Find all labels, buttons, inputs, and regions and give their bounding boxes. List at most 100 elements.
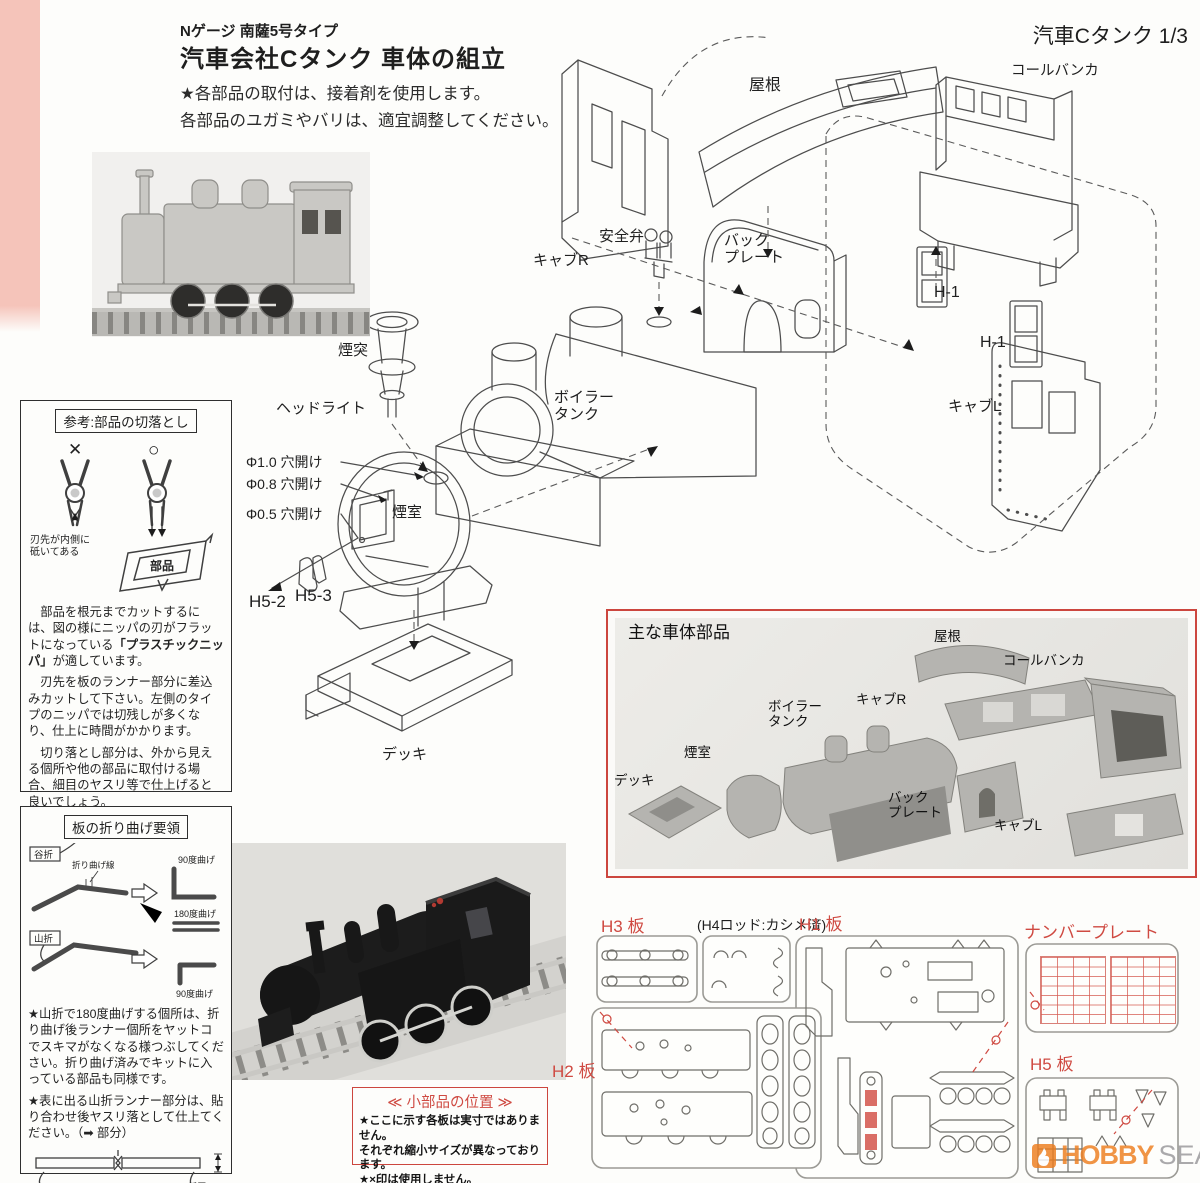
callout-lines (271, 461, 422, 589)
smokebox-part (337, 451, 493, 630)
arrowheads (268, 246, 941, 650)
parts-label-cab-l: キャブL (994, 818, 1043, 833)
label-chimney: 煙突 (338, 342, 369, 359)
small-parts-line-2: それぞれ縮小サイズが異なっております。 (359, 1144, 540, 1172)
valley-fold-label: 谷折 (34, 849, 54, 861)
label-h5-3: H5-3 (295, 586, 332, 605)
label-back-plate: バック プレート (724, 232, 785, 266)
page-title: 汽車会社Cタンク 車体の組立 (180, 46, 506, 73)
deg180-label: 180度曲げ (174, 908, 216, 919)
label-safety-valve: 安全弁 (599, 228, 645, 245)
glue-note: ★各部品の取付は、接着剤を使用します。 (180, 85, 491, 103)
parts-box-title: 主な車体部品 (628, 623, 730, 642)
bending-guide-header: 板の折り曲げ要領 (64, 815, 188, 839)
parts-label-roof: 屋根 (934, 629, 961, 644)
deg90b-label: 90度曲げ (176, 988, 213, 999)
sprue-red-marks (599, 991, 1153, 1150)
sprue-label-h1: H1 板 (799, 915, 843, 934)
blade-note-1: 刃先が内側に (30, 533, 90, 546)
bad-mark: ✕ (68, 440, 82, 459)
cab-r-part (561, 59, 669, 260)
coal-bunker-part (919, 76, 1079, 287)
black-arrow (140, 903, 162, 923)
part-label: 部品 (150, 558, 174, 573)
small-parts-line-1: ★ここに示す各板は実寸ではありません。 (359, 1115, 541, 1142)
parts-label-back-plate: バック プレート (888, 790, 942, 820)
nipper-diagram: ✕ ○ (30, 440, 214, 592)
label-smokebox: 煙室 (392, 504, 423, 521)
flame-icon (1032, 1143, 1056, 1168)
adjust-note: 各部品のユガミやバリは、適宜調整してください。 (180, 112, 559, 130)
small-parts-note-box: ≪ 小部品の位置 ≫ ★ここに示す各板は実寸ではありません。 それぞれ縮小サイズ… (352, 1087, 548, 1183)
main-parts-photo-box (606, 609, 1197, 878)
h1-window-parts (916, 246, 1043, 368)
thickness-label: 板厚 (188, 1181, 206, 1183)
mountain-fold-label: 山折 (34, 933, 54, 945)
label-h5-2: H5-2 (249, 592, 286, 611)
parts-photo (615, 618, 1188, 869)
roof-part (698, 66, 944, 208)
bending-para-2: ★表に出る山折ランナー部分は、貼り合わせ後ヤスリ落として仕上てください。（➡ 部… (28, 1093, 225, 1141)
label-roof: 屋根 (749, 77, 782, 94)
cab-l-part (991, 342, 1101, 532)
nipper-arrows (72, 513, 166, 537)
sprue-label-number-plate: ナンバープレート (1024, 923, 1159, 942)
cutting-para-2: 刃先を板のランナー部分に差込みカットして下さい。左側のタイプのニッパでは切残しが… (28, 675, 213, 739)
boiler-tank-part (435, 306, 757, 547)
parts-label-coal-bunker: コールバンカ (1003, 653, 1085, 668)
bending-guide-box: 板の折り曲げ要領 谷折 山折 折り曲げ線 90 (20, 806, 232, 1183)
small-parts-line-3: ★×印は使用しません。 (359, 1174, 479, 1183)
brand-hobby: HOBBY (1061, 1140, 1155, 1170)
cutting-para-1: 部品を根元までカットするには、図の様にニッパの刃がフラットになっている「プラスチ… (28, 605, 224, 669)
number-plate-grid-right (1110, 956, 1176, 1024)
photo-unpainted-model (92, 152, 370, 337)
bending-diagram: 谷折 山折 折り曲げ線 90度曲げ 180度曲げ 90度曲げ (29, 843, 220, 999)
parts-photo-art (627, 645, 1184, 862)
series-label: Nゲージ 南薩5号タイプ (180, 23, 339, 40)
label-hole-08: Φ0.8 穴開け (246, 476, 323, 492)
fold-line-label: 折り曲げ線 (72, 860, 115, 870)
parts-label-boiler-tank: ボイラー タンク (768, 699, 822, 729)
wrong-nipper-icon (60, 459, 90, 527)
small-parts-title: ≪ 小部品の位置 ≫ (387, 1095, 513, 1111)
label-deck: デッキ (382, 746, 428, 763)
label-h1-b: H-1 (980, 334, 1006, 351)
label-cab-l: キャブL (948, 398, 1002, 415)
bend-bars (31, 866, 220, 986)
sprue-label-h5: H5 板 (1030, 1055, 1074, 1074)
sprue-label-h4: (H4ロッド:カシメ済) (697, 917, 827, 933)
back-plate-part (703, 219, 847, 353)
number-plate-grid-left (1040, 956, 1106, 1024)
label-coal-bunker: コールバンカ (1011, 63, 1099, 79)
hobby-search-watermark: HOBBY SEARCH (1032, 1140, 1200, 1171)
label-hole-05: Φ0.5 穴開け (246, 506, 323, 522)
bend-direction-diagram: 曲げ方向 板厚 (35, 1149, 222, 1183)
correct-nipper-icon (142, 459, 172, 534)
cutting-para-3: 切り落とし部分は、外から見える個所や他の部品に取付ける場合、細目のヤスリ等で仕上… (28, 745, 213, 809)
sprue-label-h3: H3 板 (601, 917, 645, 936)
sprue-label-h2: H2 板 (552, 1062, 596, 1081)
chimney-part (365, 311, 419, 418)
unpainted-model-art (92, 152, 370, 337)
parts-label-deck: デッキ (614, 773, 655, 788)
cutting-guide-box: 参考:部品の切落とし ✕ ○ (20, 400, 232, 809)
parts-label-smokebox: 煙室 (684, 745, 711, 760)
h5-small-parts (298, 555, 327, 593)
deck-part (305, 623, 513, 732)
photo-finished-model (228, 843, 566, 1080)
blade-note-2: 砥いてある (30, 545, 79, 558)
deg90a-label: 90度曲げ (178, 854, 215, 865)
finished-model-art (228, 843, 566, 1080)
label-hole-10: Φ1.0 穴開け (246, 454, 323, 470)
part-sprue-diagram (119, 532, 214, 592)
assembly-dashed-lines (391, 36, 1157, 646)
open-arrows (131, 882, 159, 970)
brand-search: SEARCH (1158, 1140, 1200, 1170)
label-cab-r: キャブR (533, 252, 589, 269)
safety-valve-part (644, 228, 673, 328)
parts-label-cab-r: キャブR (856, 692, 907, 707)
bending-para-1: ★山折で180度曲げする個所は、折り曲げ後ランナー個所をヤットコでスキマがなくな… (28, 1007, 225, 1087)
pink-margin-bar (0, 0, 40, 332)
label-headlight: ヘッドライト (276, 400, 367, 417)
